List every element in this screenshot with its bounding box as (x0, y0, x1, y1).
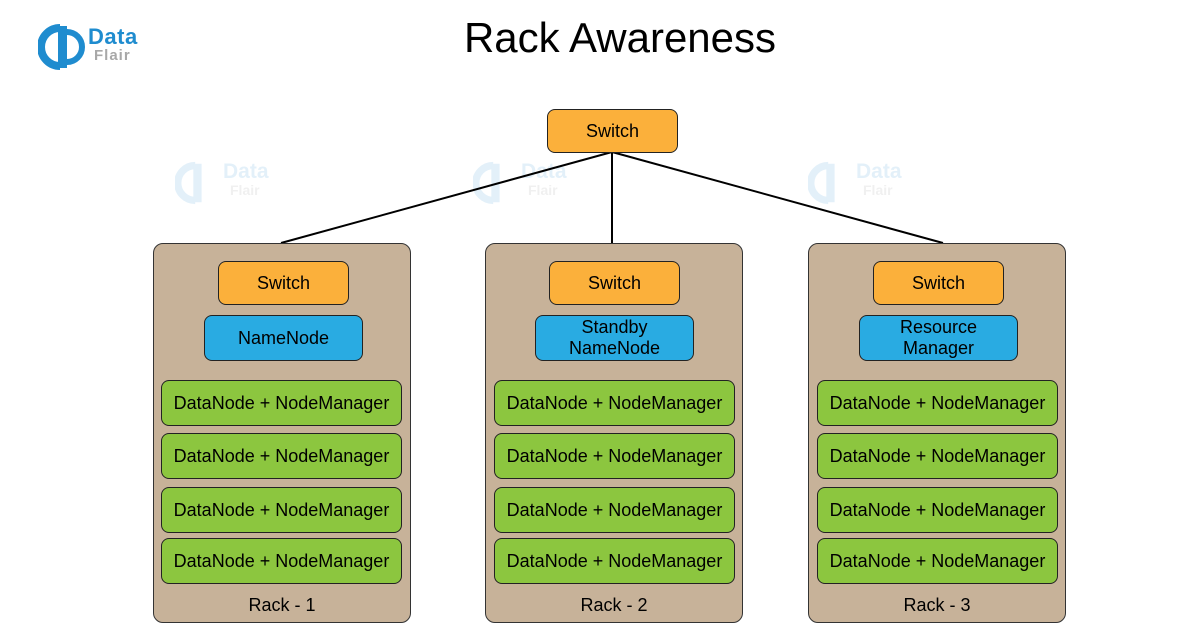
rack-switch[interactable]: Switch (873, 261, 1004, 305)
rack-switch[interactable]: Switch (218, 261, 349, 305)
datanode-box[interactable]: DataNode + NodeManager (817, 380, 1058, 426)
datanode-box[interactable]: DataNode + NodeManager (161, 380, 402, 426)
rack-switch[interactable]: Switch (549, 261, 680, 305)
connector-rack-1 (280, 151, 613, 244)
datanode-box[interactable]: DataNode + NodeManager (494, 433, 735, 479)
core-switch[interactable]: Switch (547, 109, 678, 153)
logo-word-flair: Flair (94, 47, 131, 64)
rack-3: Switch Resource Manager DataNode + NodeM… (808, 243, 1066, 623)
datanode-box[interactable]: DataNode + NodeManager (161, 538, 402, 584)
logo-word-data: Data (88, 24, 138, 49)
datanode-box[interactable]: DataNode + NodeManager (494, 380, 735, 426)
datanode-box[interactable]: DataNode + NodeManager (817, 487, 1058, 533)
rack-1: Switch NameNode DataNode + NodeManager D… (153, 243, 411, 623)
datanode-box[interactable]: DataNode + NodeManager (494, 538, 735, 584)
resource-manager-box[interactable]: Resource Manager (859, 315, 1018, 361)
page-title: Rack Awareness (463, 14, 777, 61)
datanode-box[interactable]: DataNode + NodeManager (161, 487, 402, 533)
datanode-box[interactable]: DataNode + NodeManager (494, 487, 735, 533)
namenode-box[interactable]: NameNode (204, 315, 363, 361)
datanode-box[interactable]: DataNode + NodeManager (817, 433, 1058, 479)
datanode-box[interactable]: DataNode + NodeManager (161, 433, 402, 479)
standby-namenode-box[interactable]: Standby NameNode (535, 315, 694, 361)
dataflair-logo: Data Flair (37, 22, 158, 74)
datanode-box[interactable]: DataNode + NodeManager (817, 538, 1058, 584)
rack-label: Rack - 3 (903, 595, 971, 615)
rack-label: Rack - 2 (580, 595, 648, 615)
dataflair-logo-icon (37, 24, 85, 70)
connector-rack-3 (611, 151, 944, 244)
rack-label: Rack - 1 (248, 595, 316, 615)
rack-2: Switch Standby NameNode DataNode + NodeM… (485, 243, 743, 623)
